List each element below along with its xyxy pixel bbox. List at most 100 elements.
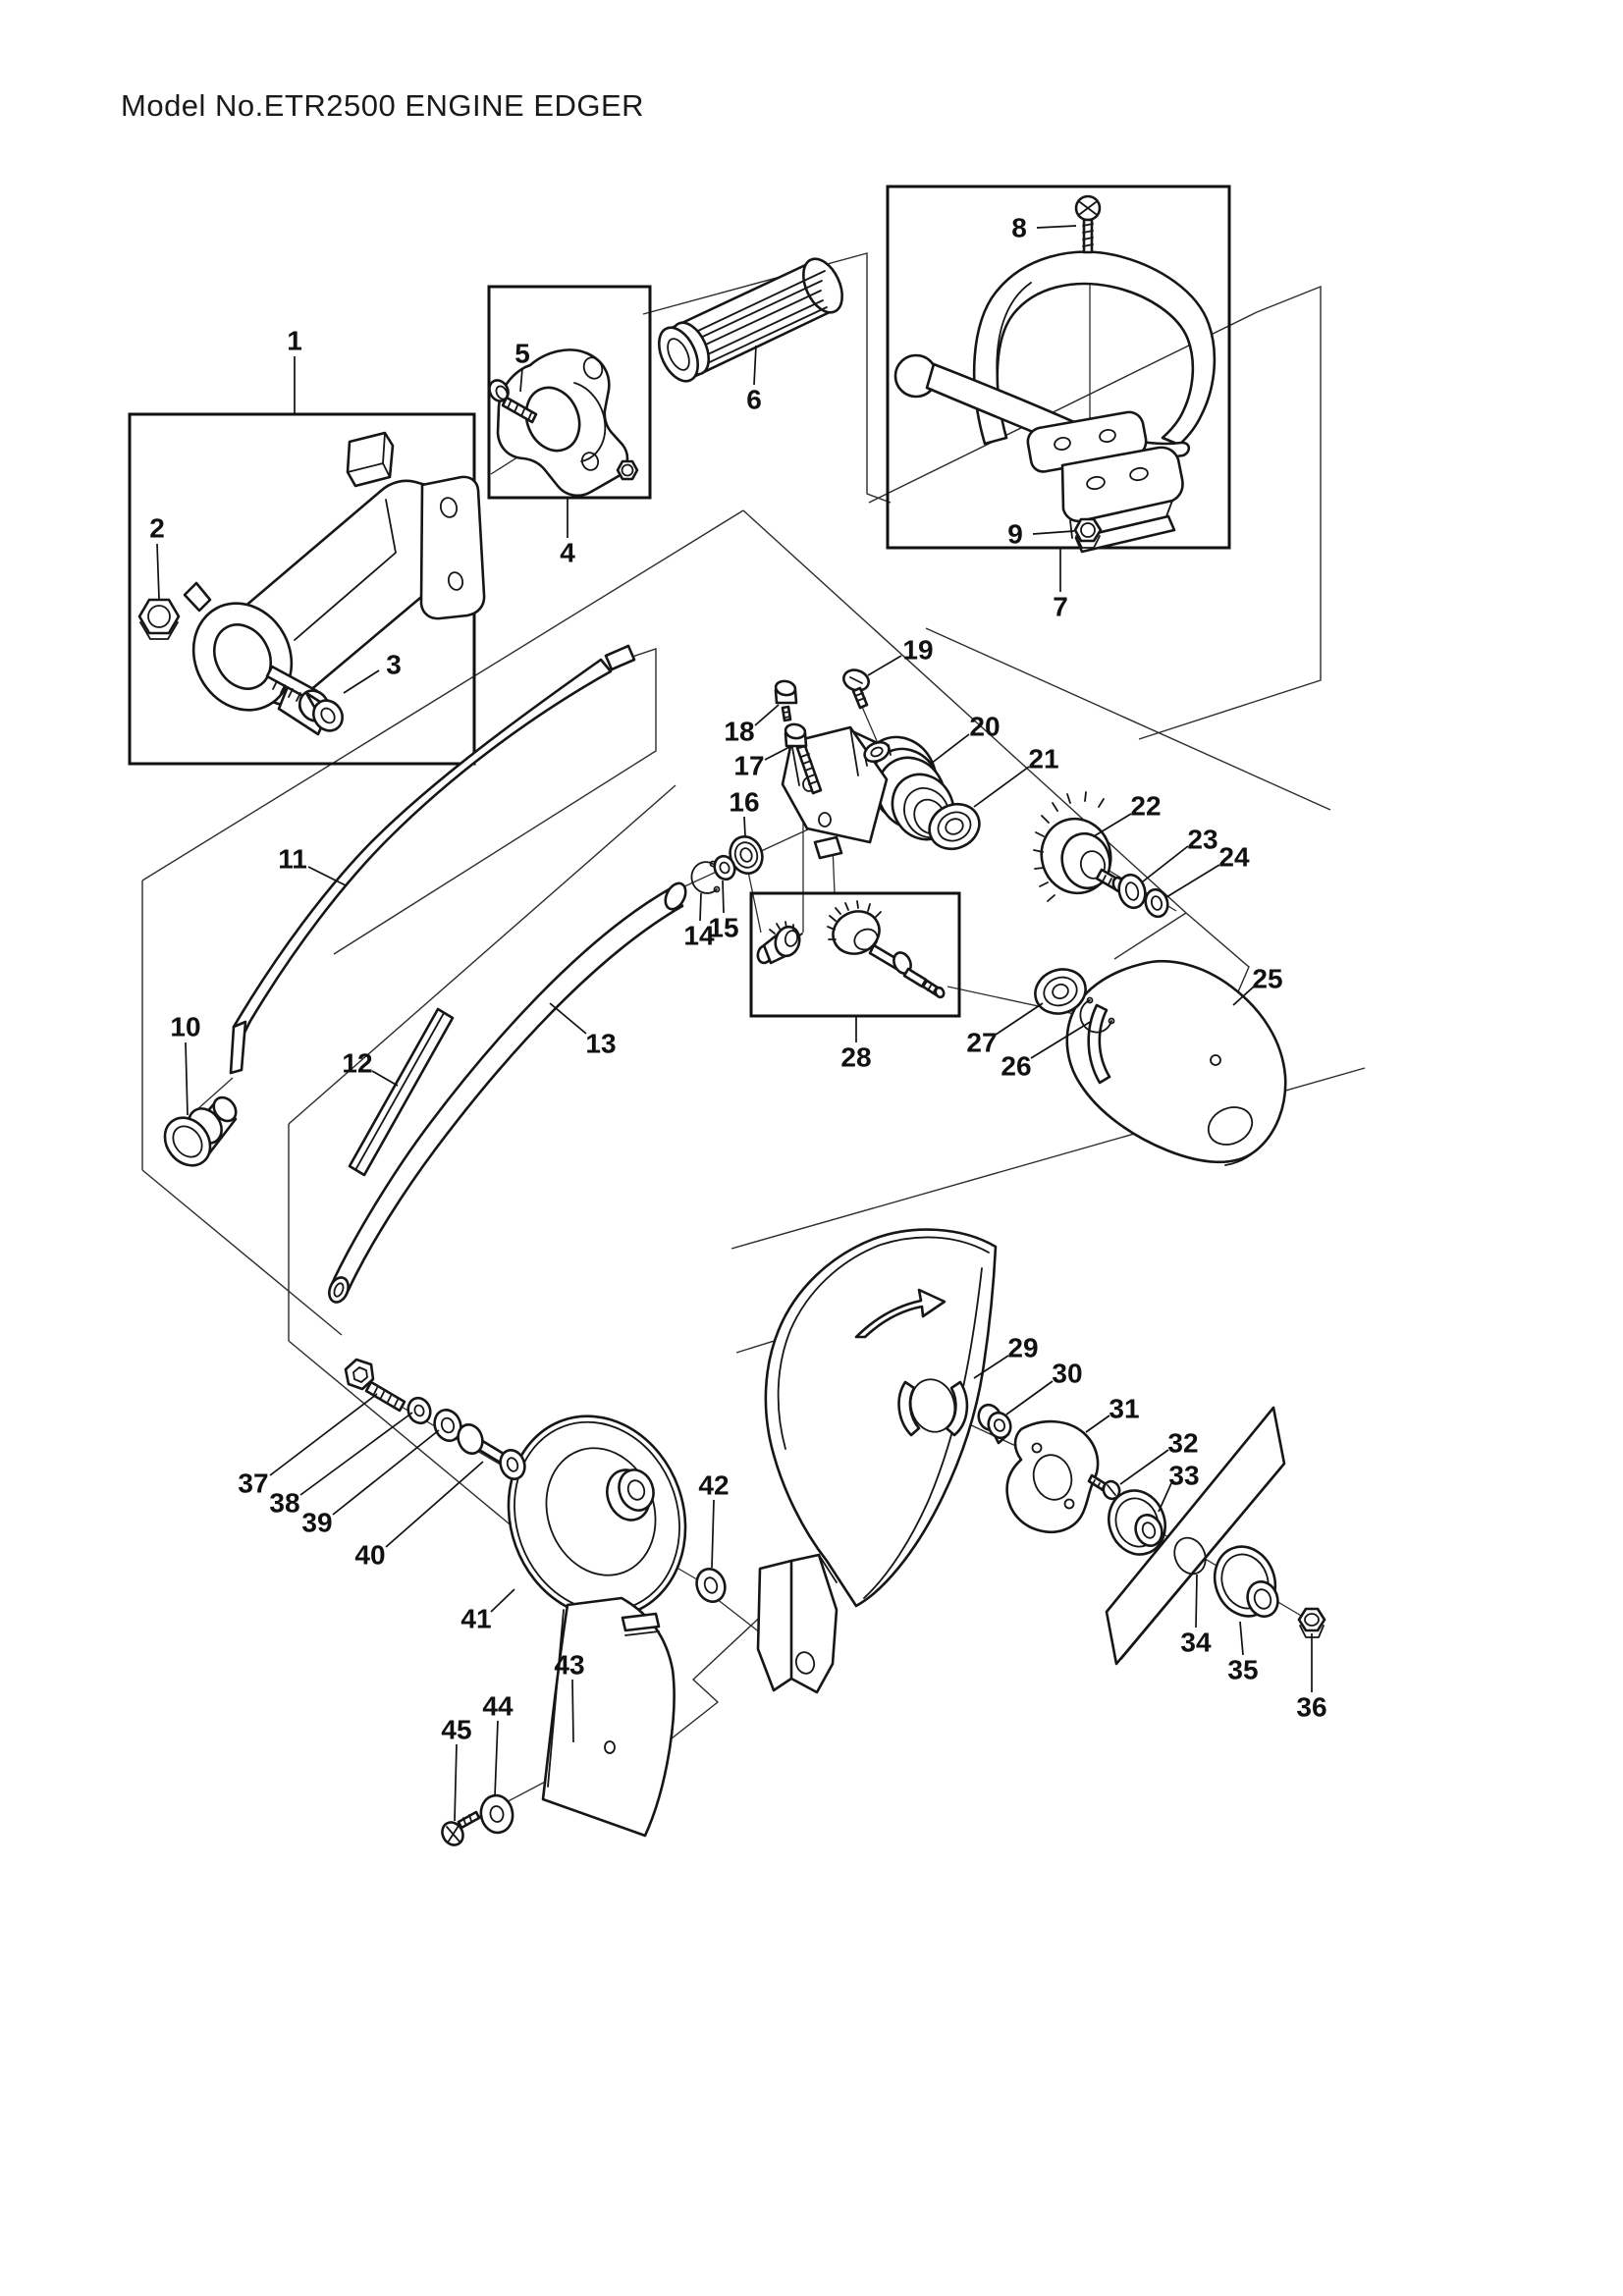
part-13-outer-pipe xyxy=(328,881,687,1304)
part-44-washer xyxy=(479,1793,514,1835)
part-callout-7: 7 xyxy=(1053,592,1068,622)
part-1-handle-bracket xyxy=(183,431,486,736)
plane-edge xyxy=(1113,912,1187,960)
leader-line-37 xyxy=(269,1393,378,1476)
part-18-plug xyxy=(774,679,798,722)
part-callout-18: 18 xyxy=(724,717,754,747)
part-callout-38: 38 xyxy=(269,1488,299,1519)
leader-line-26 xyxy=(1030,1020,1093,1059)
leader-line-22 xyxy=(1093,813,1132,837)
part-7-loop-handle xyxy=(893,250,1217,554)
leader-line-15 xyxy=(722,880,725,914)
part-callout-24: 24 xyxy=(1218,842,1250,873)
leader-line-19 xyxy=(867,655,902,676)
part-34-edger-blade xyxy=(1105,1406,1286,1666)
part-callout-5: 5 xyxy=(514,339,530,369)
part-callout-10: 10 xyxy=(170,1012,200,1042)
part-callout-12: 12 xyxy=(342,1048,372,1079)
leader-line-6 xyxy=(753,345,757,386)
part-2-nut xyxy=(137,598,181,640)
leader-line-24 xyxy=(1165,864,1220,898)
parts-artwork xyxy=(137,194,1326,1846)
part-callout-9: 9 xyxy=(1007,519,1023,550)
part-26-snap-ring xyxy=(1079,996,1115,1034)
part-callout-36: 36 xyxy=(1296,1692,1326,1723)
part-5-screw xyxy=(488,379,538,424)
part-callout-40: 40 xyxy=(354,1540,385,1571)
plane-edge xyxy=(141,1169,343,1336)
rotation-arrow-icon xyxy=(854,1288,947,1339)
leader-line-44 xyxy=(494,1720,499,1797)
part-42-washer xyxy=(695,1568,727,1603)
part-callout-42: 42 xyxy=(698,1470,729,1501)
leader-line-20 xyxy=(930,733,970,765)
part-callout-45: 45 xyxy=(441,1715,471,1745)
construction-lines xyxy=(141,252,1366,1794)
part-39-washer xyxy=(433,1409,462,1442)
part-3-socket-bolt xyxy=(265,665,344,732)
leader-line-45 xyxy=(454,1743,458,1822)
part-callout-34: 34 xyxy=(1180,1628,1212,1658)
part-callout-16: 16 xyxy=(729,787,759,818)
part-callout-21: 21 xyxy=(1028,744,1058,774)
part-24-washer xyxy=(1144,887,1169,919)
leader-line-16 xyxy=(743,816,746,837)
leader-line-18 xyxy=(754,704,780,726)
part-callout-23: 23 xyxy=(1187,825,1217,855)
part-callout-35: 35 xyxy=(1227,1655,1258,1685)
part-22-knob xyxy=(1033,791,1125,902)
part-23-washer xyxy=(1117,873,1147,910)
leader-line-17 xyxy=(764,745,792,761)
part-callout-30: 30 xyxy=(1052,1359,1082,1389)
part-callout-13: 13 xyxy=(585,1029,616,1059)
part-callout-17: 17 xyxy=(733,751,764,781)
part-callout-29: 29 xyxy=(1007,1333,1038,1363)
assembly-box-28 xyxy=(749,891,961,1018)
leader-line-31 xyxy=(1085,1415,1110,1433)
callout-layer: 1234567891011121314151617181920212223242… xyxy=(149,213,1327,1822)
part-callout-14: 14 xyxy=(683,921,715,951)
diagram-title: Model No.ETR2500 ENGINE EDGER xyxy=(121,88,644,123)
part-callout-4: 4 xyxy=(560,538,575,568)
leader-line-9 xyxy=(1032,530,1075,535)
part-callout-31: 31 xyxy=(1109,1394,1139,1424)
part-callout-15: 15 xyxy=(708,913,738,943)
leader-line-41 xyxy=(490,1588,515,1613)
part-callout-32: 32 xyxy=(1167,1428,1198,1459)
part-14-snap-ring xyxy=(690,860,721,894)
plane-edge xyxy=(333,648,657,955)
plane-edge xyxy=(925,627,1331,811)
leader-line-43 xyxy=(571,1679,574,1743)
part-38-washer xyxy=(406,1396,432,1425)
leader-line-33 xyxy=(1158,1482,1172,1513)
part-40-spacer xyxy=(457,1423,526,1480)
part-8-screw xyxy=(1074,194,1102,254)
plane-edge xyxy=(288,784,676,1125)
leader-line-8 xyxy=(1036,225,1077,229)
part-19-screw xyxy=(842,668,870,710)
plane-edge xyxy=(1138,285,1322,740)
part-callout-1: 1 xyxy=(287,326,302,356)
part-21-ball-bearing xyxy=(928,802,981,851)
part-43-skid-plate xyxy=(541,1596,676,1838)
part-6-handle-grip xyxy=(658,257,843,383)
leader-line-3 xyxy=(343,669,380,694)
part-callout-6: 6 xyxy=(746,385,762,415)
part-36-nut xyxy=(1297,1607,1326,1638)
assembly-box-7 xyxy=(886,185,1231,550)
leader-line-10 xyxy=(185,1041,189,1116)
part-45-screw xyxy=(441,1810,481,1846)
leader-line-38 xyxy=(299,1412,413,1496)
part-41-wheel xyxy=(507,1415,687,1619)
part-31-inner-flange xyxy=(1005,1419,1100,1534)
part-9-nut xyxy=(1073,517,1103,549)
part-callout-25: 25 xyxy=(1252,964,1282,994)
plane-edge xyxy=(742,509,1187,914)
axis-line xyxy=(747,871,762,934)
part-32-screw xyxy=(1087,1473,1121,1501)
part-callout-37: 37 xyxy=(238,1468,268,1499)
part-17-plug xyxy=(784,722,823,795)
leader-line-27 xyxy=(995,1002,1044,1036)
part-35-outer-flange xyxy=(1213,1545,1279,1618)
